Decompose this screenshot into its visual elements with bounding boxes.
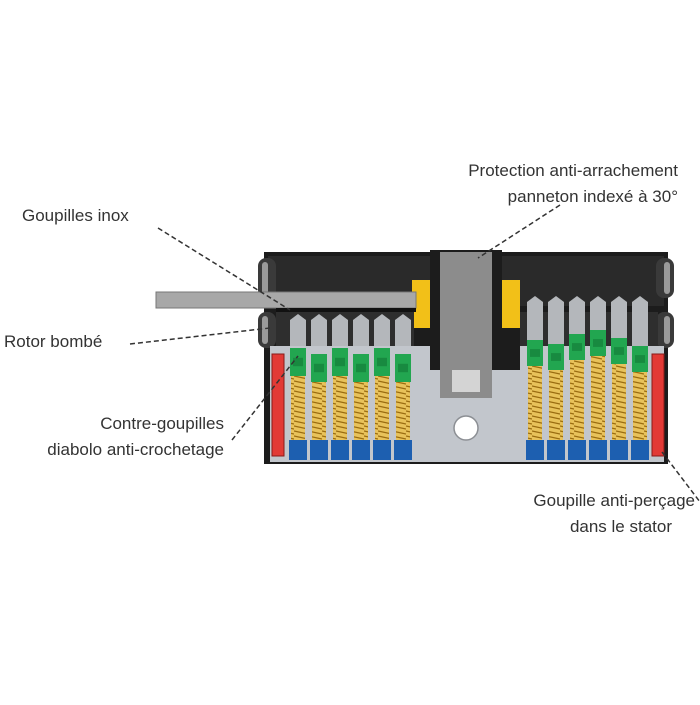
cam-slot [452,370,480,392]
label-rotor-bombe: Rotor bombé [4,332,103,351]
base-plug [289,440,307,460]
spring [612,364,626,440]
leader-contre-goupilles [231,355,299,441]
spring [591,356,605,440]
base-plug [331,440,349,460]
base-plug [610,440,628,460]
base-plug [568,440,586,460]
key-pin [290,314,306,346]
base-plug [631,440,649,460]
driver-pin-waist [398,363,408,373]
leader-goupilles-inox [157,227,291,311]
driver-pin-waist [635,355,645,363]
base-plug [394,440,412,460]
end-cap-top-left-shine [262,262,268,294]
base-plug [547,440,565,460]
key-pin [611,296,627,346]
cam-tab-right [502,280,520,328]
spring [570,360,584,440]
leader-anti-percage [661,451,700,503]
key-pin [632,296,648,346]
label-goupilles-inox: Goupilles inox [22,206,129,225]
base-plug [526,440,544,460]
key-pin [374,314,390,346]
spring [396,382,410,440]
key-pin [311,314,327,346]
driver-pin-waist [530,349,540,357]
anti-drill-pin-right [651,353,665,457]
base-plug [589,440,607,460]
label-protection-line1: Protection anti-arrachement [468,161,678,180]
driver-pin-waist [551,353,561,361]
end-cap-rotor-left-shine [262,316,268,344]
key-pin [353,314,369,346]
spring [291,376,305,440]
driver-pin-waist [314,363,324,373]
base-plug [373,440,391,460]
label-contre-goupilles-line1: Contre-goupilles [100,414,224,433]
rotor-left-cut [276,308,416,312]
driver-pin-waist [572,343,582,351]
end-cap-top-right-shine [664,262,670,294]
key-pin [395,314,411,346]
spring [633,372,647,440]
pin-stack-group-right [526,296,649,460]
key-blade [155,291,417,309]
stator-screw-hole [453,415,479,441]
driver-pin-waist [293,357,303,367]
base-plug [310,440,328,460]
driver-pin-waist [593,339,603,347]
leader-rotor-bombe [129,327,271,345]
top-bar-right [500,256,664,306]
pin-stack-group-left [289,314,412,460]
spring [528,366,542,440]
spring [549,370,563,440]
leader-protection [477,204,561,259]
key-pin [548,296,564,346]
label-anti-percage-line2: dans le stator [569,517,672,536]
spring [354,382,368,440]
driver-pin-waist [614,347,624,355]
spring [375,376,389,440]
base-plug [352,440,370,460]
driver-pin-waist [335,357,345,367]
key-pin [569,296,585,346]
driver-pin-waist [356,363,366,373]
label-protection-line2: panneton indexé à 30° [507,187,678,206]
driver-pin-waist [377,357,387,367]
end-cap-rotor-right-shine [664,316,670,344]
anti-drill-pin-left [271,353,285,457]
label-contre-goupilles-line2: diabolo anti-crochetage [47,440,224,459]
spring [333,376,347,440]
spring [312,382,326,440]
key-pin [527,296,543,346]
key-pin [332,314,348,346]
label-anti-percage-line1: Goupille anti-perçage [533,491,695,510]
